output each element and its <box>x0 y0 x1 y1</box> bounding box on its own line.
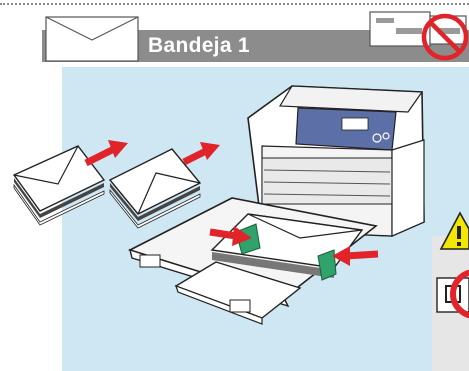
envelope-icon <box>45 16 139 62</box>
top-divider <box>0 3 469 5</box>
red-arrow-icon <box>182 142 220 166</box>
prohibited-icon <box>436 269 469 319</box>
red-arrow-icon <box>209 226 252 246</box>
envelope-stack-icon <box>108 148 202 229</box>
envelope-prohibited-icon <box>369 11 469 61</box>
caution-triangle-icon <box>439 211 469 250</box>
red-arrow-icon <box>332 246 379 266</box>
printer-icon <box>247 85 425 237</box>
envelope-stack-icon <box>12 145 106 226</box>
red-arrow-icon <box>84 140 128 167</box>
page-title: Bandeja 1 <box>148 34 250 57</box>
